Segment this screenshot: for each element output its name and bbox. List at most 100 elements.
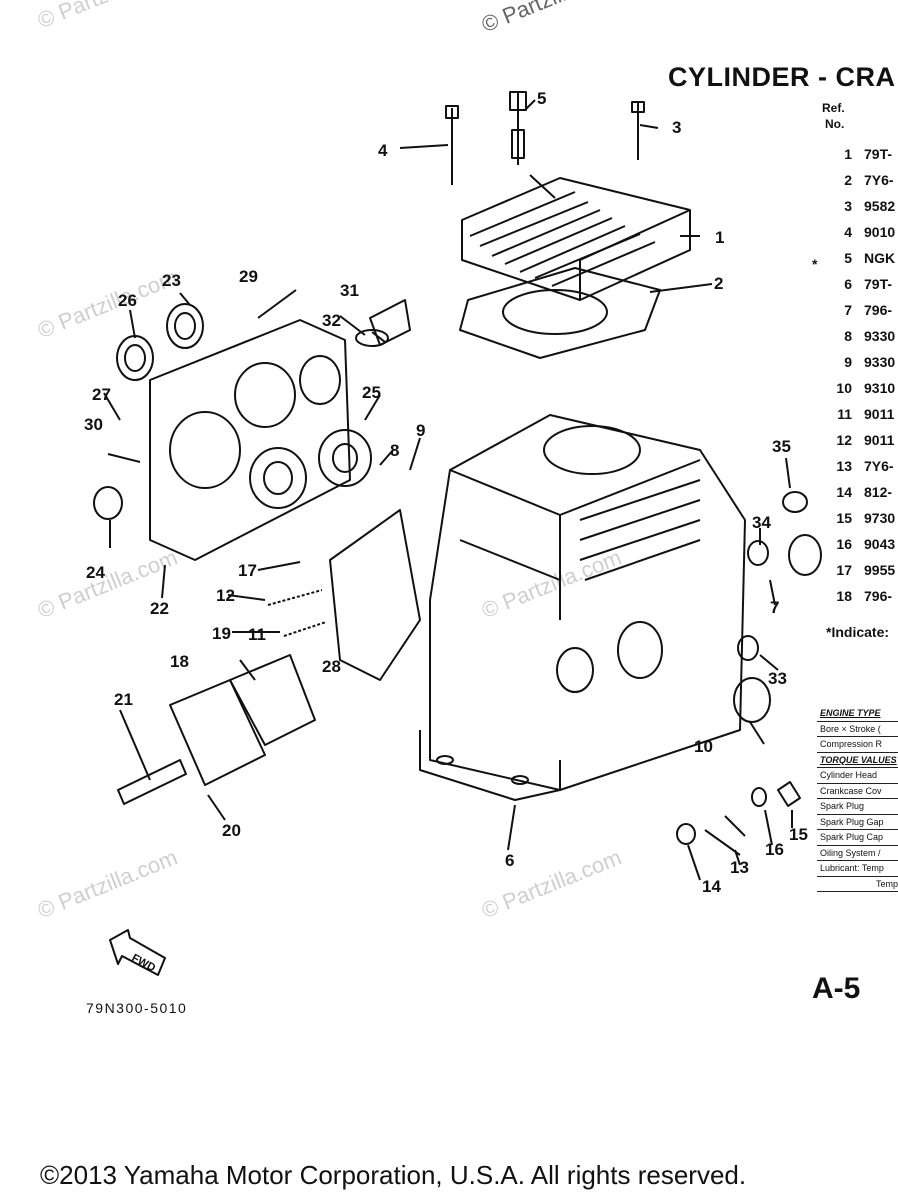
callout-number: 29 (239, 267, 258, 286)
callout-number: 3 (672, 118, 681, 137)
parts-table-row: 2 7Y6- (820, 172, 898, 198)
spec-row: Compression R (817, 737, 898, 753)
drawing-code: 79N300-5010 (86, 1000, 188, 1016)
parts-table-row: 18 796- (820, 588, 898, 614)
callout-number: 28 (322, 657, 341, 676)
part-number: 9310 (864, 380, 896, 396)
page-code: A-5 (812, 972, 861, 1005)
ref-number: 15 (836, 510, 852, 526)
callout-number: 5 (537, 89, 546, 108)
parts-table-row: 1 79T- (820, 146, 898, 172)
part-number: 79T- (864, 146, 893, 162)
spec-row: Bore × Stroke ( (817, 722, 898, 737)
indicates-note: *Indicate: (826, 624, 890, 640)
ref-number: 18 (836, 588, 852, 604)
part-number: 9011 (864, 432, 895, 448)
ref-number: 10 (836, 380, 852, 396)
part-number: 9010 (864, 224, 896, 240)
callout-number: 2 (714, 274, 723, 293)
part-number: 7Y6- (864, 172, 894, 188)
ref-number: 13 (836, 458, 852, 474)
parts-table-row: 12 9011 (820, 432, 898, 458)
callout-number: 12 (216, 586, 235, 605)
callout-number: 24 (86, 563, 105, 582)
spec-row: Oiling System / (817, 846, 898, 861)
part-number: 79T- (864, 276, 893, 292)
callout-number: 32 (322, 311, 341, 330)
callout-number: 8 (390, 441, 399, 460)
part-number: 9730 (864, 510, 896, 526)
head-gasket-drawing (459, 267, 661, 359)
parts-table-row: 17 9955 (820, 562, 898, 588)
callout-number: 26 (118, 291, 137, 310)
callout-number: 1 (715, 228, 724, 247)
callout-number: 31 (340, 281, 359, 300)
callout-number: 17 (238, 561, 257, 580)
spec-row: Temp (817, 877, 898, 892)
star-mark: * (812, 256, 818, 272)
cylinder-head-drawing (461, 177, 691, 301)
parts-table-row: 6 79T- (820, 276, 898, 302)
ref-number: 6 (844, 276, 852, 292)
ref-number: 3 (844, 198, 852, 214)
spec-row: Spark Plug (817, 799, 898, 815)
callout-number: 33 (768, 669, 787, 688)
no-header: No. (825, 117, 845, 131)
callout-number: 14 (702, 877, 721, 896)
part-number: 9955 (864, 562, 896, 578)
spec-row: Crankcase Cov (817, 784, 898, 799)
ref-number: 11 (837, 406, 852, 422)
callout-number: 7 (770, 598, 779, 617)
callout-number: 10 (694, 737, 713, 756)
ref-number: 9 (844, 354, 852, 370)
page-title: CYLINDER - CRA (668, 62, 896, 92)
part-number: 812- (864, 484, 893, 500)
callout-number: 6 (505, 851, 514, 870)
part-number: 7Y6- (864, 458, 894, 474)
part-number: 9011 (864, 406, 895, 422)
callout-number: 13 (730, 858, 749, 877)
callout-number: 22 (150, 599, 169, 618)
parts-table-row: 13 7Y6- (820, 458, 898, 484)
part-number: 796- (864, 302, 893, 318)
ref-number: 2 (844, 172, 852, 188)
parts-table-header: Ref. No. (822, 100, 845, 132)
ref-number: 16 (836, 536, 852, 552)
copyright-notice: ©2013 Yamaha Motor Corporation, U.S.A. A… (40, 1160, 747, 1190)
part-number: 9330 (864, 354, 896, 370)
callout-number: 20 (222, 821, 241, 840)
ref-number: 8 (844, 328, 852, 344)
crankcase-cover-drawing (149, 319, 351, 561)
callout-number: 21 (114, 690, 133, 709)
ref-number: 17 (836, 562, 852, 578)
callout-number: 19 (212, 624, 231, 643)
fwd-label: FWD (130, 952, 158, 974)
callout-number: 30 (84, 415, 103, 434)
crankcase-drawing (419, 414, 746, 801)
spec-row: Spark Plug Cap (817, 830, 898, 846)
part-number: 796- (864, 588, 893, 604)
parts-table-row: 9 9330 (820, 354, 898, 380)
ref-number: 5 (844, 250, 852, 266)
spec-row: Spark Plug Gap (817, 815, 898, 830)
ref-number: 1 (844, 146, 852, 162)
callout-number: 23 (162, 271, 181, 290)
callout-number: 34 (752, 513, 771, 532)
callout-number: 18 (170, 652, 189, 671)
spec-row: Lubricant: Temp (817, 861, 898, 877)
spec-section-header: TORQUE VALUES (817, 753, 898, 768)
callout-number: 27 (92, 385, 111, 404)
parts-table-row: 15 9730 (820, 510, 898, 536)
callout-number: 9 (416, 421, 425, 440)
parts-table-row: 11 9011 (820, 406, 898, 432)
callout-number: 25 (362, 383, 381, 402)
ref-number: 12 (836, 432, 852, 448)
